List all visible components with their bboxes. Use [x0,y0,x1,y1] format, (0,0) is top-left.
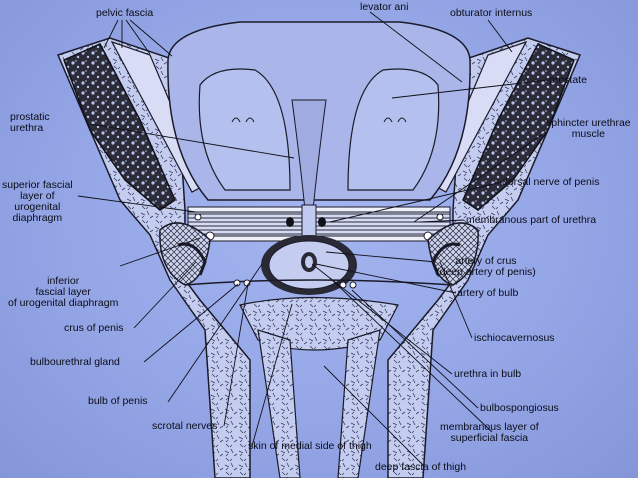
label-skin-of-medial-side-of-thigh: skin of medial side of thigh [248,440,372,452]
label-prostatic-urethra: prostatic urethra [10,111,50,134]
label-bulb-of-penis: bulb of penis [88,395,148,407]
label-deep-fascia-of-thigh: deep fascia of thigh [375,461,467,473]
label-urethra-in-bulb: urethra in bulb [454,368,522,380]
label-scrotal-nerves: scrotal nerves [152,420,218,432]
label-artery-of-bulb: artery of bulb [457,287,519,299]
label-bulbospongiosus: bulbospongiosus [480,402,559,414]
right-obturator-internus [462,43,575,211]
label-prostate: prostate [549,74,587,86]
label-sphincter-urethrae-muscle: sphincter urethrae muscle [546,117,631,140]
membranous-layer-superficial-fascia [184,279,454,286]
label-membranous-layer-superficial-fascia: membranous layer of superficial fascia [440,421,539,444]
label-inferior-fascial-layer: inferior fascial layer of urogenital dia… [8,275,119,309]
label-levator-ani: levator ani [360,1,409,13]
prostate-lobe-left [198,68,291,191]
label-pelvic-fascia: pelvic fascia [96,7,154,19]
label-ischiocavernosus: ischiocavernosus [474,332,555,344]
dorsal-nerve-left [286,217,294,227]
label-crus-of-penis: crus of penis [64,322,124,334]
label-dorsal-nerve-of-penis: dorsal nerve of penis [502,176,600,188]
prostate-lobe-right [347,68,440,191]
label-artery-of-crus: artery of crus (deep artery of penis) [436,255,536,278]
superior-fascial-layer [187,206,451,213]
left-thigh-skin [257,329,301,478]
dorsal-nerve-right [318,217,326,227]
label-superior-fascial-layer: superior fascial layer of urogenital dia… [2,179,73,224]
label-obturator-internus: obturator internus [450,7,533,19]
label-bulbourethral-gland: bulbourethral gland [30,356,120,368]
label-membranous-part-of-urethra: membranous part of urethra [466,214,597,226]
leader-lines [77,11,549,467]
right-thigh-skin [337,329,381,478]
left-obturator-internus [63,43,176,211]
